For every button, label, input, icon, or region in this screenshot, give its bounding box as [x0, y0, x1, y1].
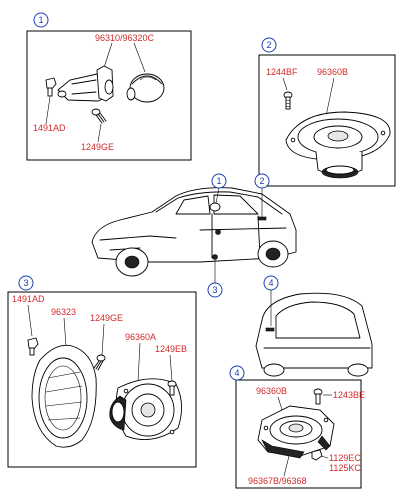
- oval-speaker-96360b: [285, 111, 391, 179]
- grille-96323: [31, 344, 97, 448]
- speaker-96360a: [109, 378, 182, 441]
- marker-rear-shelf: [257, 216, 267, 221]
- callout-2-car-circle: [254, 173, 270, 189]
- hatchback-rear-illustration: 4: [255, 275, 373, 377]
- label-1129ec: 1129EC: [329, 453, 361, 463]
- callout-1-car: 1: [216, 176, 221, 186]
- group-3-door-speaker: 3 1491AD 96323 1249GE 96360A 1249EB: [7, 275, 197, 468]
- label-96323: 96323: [51, 307, 76, 317]
- label-96360a: 96360A: [125, 332, 156, 342]
- car-illustration: 1 2 3: [91, 173, 297, 298]
- label-96360b-top: 96360B: [317, 67, 348, 77]
- callout-4: 4: [234, 368, 239, 378]
- label-1491ad-top: 1491AD: [33, 123, 66, 133]
- callout-4-circle: [229, 365, 245, 381]
- callout-1-top: 1: [38, 15, 43, 25]
- clip-1491ad-bottom: [27, 337, 39, 356]
- label-1249ge-top: 1249GE: [81, 142, 114, 152]
- marker-front-door: [215, 229, 221, 235]
- speaker-bracket-assembly: [257, 405, 335, 459]
- label-1244bf: 1244BF: [266, 67, 298, 77]
- label-96367b-96368: 96367B/96368: [248, 476, 307, 486]
- marker-tweeter: [209, 202, 221, 212]
- callout-4-car: 4: [268, 278, 273, 288]
- label-1125kc: 1125KC: [329, 463, 361, 473]
- group-3-frame: [7, 291, 197, 468]
- label-1249ge-bottom: 1249GE: [90, 313, 123, 323]
- callout-2-top: 2: [266, 40, 271, 50]
- callout-3: 3: [23, 278, 28, 288]
- group-1-tweeter: 1 96310/96320C 1491AD: [26, 12, 192, 161]
- marker-lower-door: [212, 254, 218, 260]
- group-4-hatch-speaker: 4 96360B 1243BE 1129EC 1125KC 96367B/963…: [229, 365, 365, 489]
- label-96360b-bottom: 96360B: [256, 386, 287, 396]
- clip-1129ec: [311, 449, 323, 461]
- group-4-frame: [235, 379, 362, 489]
- group-2-frame: [258, 54, 396, 187]
- clip-1491ad: [45, 77, 57, 97]
- label-1243be: 1243BE: [333, 390, 365, 400]
- label-1491ad-bottom: 1491AD: [12, 294, 45, 304]
- callout-1-car-circle: [211, 173, 227, 189]
- bolt-1249eb: [167, 380, 177, 396]
- rear-wheel: [257, 240, 289, 268]
- tweeter-cap: [126, 73, 165, 103]
- screw-1249ge-top: [91, 108, 107, 124]
- callout-2-top-circle: [261, 37, 277, 53]
- front-wheel: [115, 247, 149, 277]
- tweeter-housing: [57, 65, 114, 102]
- callout-3-circle: [18, 275, 34, 291]
- callout-2-car: 2: [259, 176, 264, 186]
- marker-hatch-speaker: [265, 327, 275, 332]
- callout-3-car: 3: [212, 285, 217, 295]
- screw-1249ge-bottom: [93, 354, 106, 371]
- group-1-frame: [26, 30, 192, 161]
- callout-3-car-circle: [207, 282, 223, 298]
- callout-1-top-circle: [33, 12, 49, 28]
- label-96310-96320c: 96310/96320C: [95, 33, 155, 43]
- group-2-rear-speaker: 2 1244BF 96360B: [258, 37, 396, 187]
- screw-1243be: [313, 388, 323, 405]
- label-1249eb: 1249EB: [155, 344, 187, 354]
- screw-1244bf: [283, 91, 293, 110]
